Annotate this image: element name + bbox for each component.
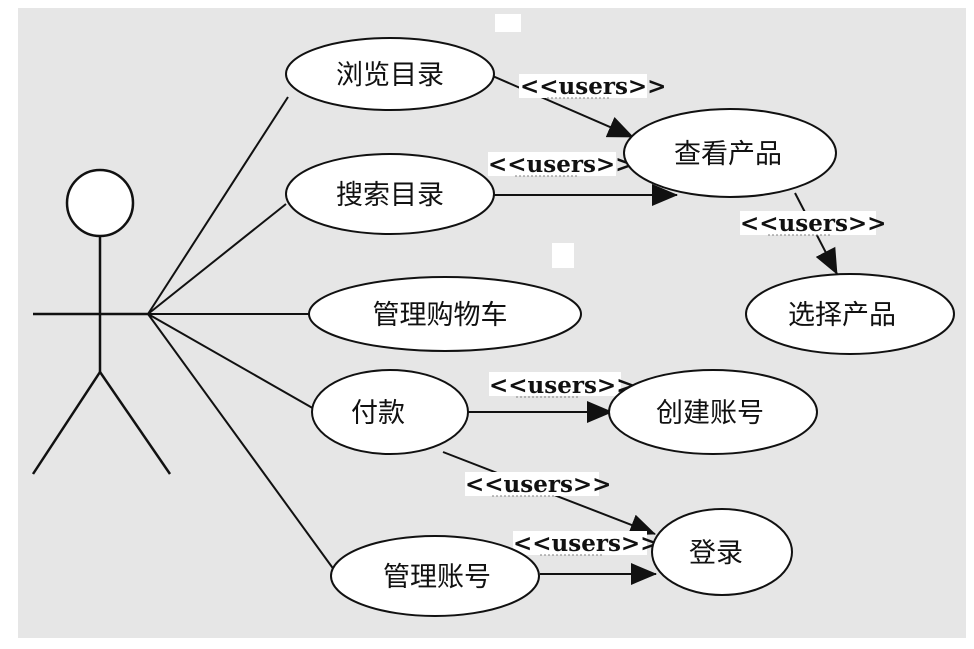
use-case-label: 查看产品 xyxy=(674,139,782,170)
stereotype-label: <<users>> xyxy=(489,372,635,399)
label-bg xyxy=(740,211,876,235)
assoc-search xyxy=(147,203,287,315)
use-case-labels: 浏览目录 搜索目录 管理购物车 付款 管理账号 查看产品 选择产品 创建账号 登… xyxy=(336,60,896,593)
stereotype-label: <<users>> xyxy=(513,530,659,557)
use-case-label: 管理账号 xyxy=(383,562,491,593)
stereotype-label: <<users>> xyxy=(465,471,611,498)
label-bg xyxy=(488,152,616,176)
use-case-label: 创建账号 xyxy=(656,398,764,429)
use-case-label: 付款 xyxy=(351,398,405,429)
use-case-select-product xyxy=(745,273,955,355)
label-bg xyxy=(465,472,599,496)
stereotype-label: <<users>> xyxy=(740,210,886,237)
use-case-label: 选择产品 xyxy=(788,300,896,331)
use-case-label: 浏览目录 xyxy=(336,60,444,91)
use-case-search-catalog xyxy=(285,153,495,235)
assoc-browse xyxy=(147,96,289,315)
stereotype-label: <<users>> xyxy=(488,151,634,178)
use-case-view-product xyxy=(623,108,837,198)
artifact-patch xyxy=(495,14,521,32)
use-case-label: 登录 xyxy=(689,538,743,569)
assoc-manage-account xyxy=(147,313,341,579)
label-bg xyxy=(489,372,621,396)
stereotype-label: <<users>> xyxy=(520,73,666,100)
label-bg xyxy=(513,531,647,555)
use-case-pay xyxy=(311,369,469,455)
actor-figure xyxy=(31,168,172,475)
actor-left-leg xyxy=(31,371,102,475)
actor-right-leg xyxy=(98,371,172,475)
use-case-manage-account xyxy=(330,535,540,617)
dep-browse-view xyxy=(487,73,634,138)
associations xyxy=(147,96,341,579)
label-bg xyxy=(519,74,647,98)
actor-head xyxy=(65,168,135,238)
use-case-login xyxy=(651,508,793,596)
use-case-browse-catalog xyxy=(285,37,495,111)
artifact-patch xyxy=(552,243,574,268)
use-case-create-account xyxy=(608,369,818,455)
use-case-label: 管理购物车 xyxy=(373,300,508,331)
stereotype-labels: <<users>> <<users>> <<users>> <<users>> … xyxy=(465,73,886,557)
use-case-manage-cart xyxy=(308,276,582,352)
use-case-label: 搜索目录 xyxy=(336,180,444,211)
use-cases xyxy=(285,37,955,617)
assoc-pay xyxy=(147,313,317,411)
